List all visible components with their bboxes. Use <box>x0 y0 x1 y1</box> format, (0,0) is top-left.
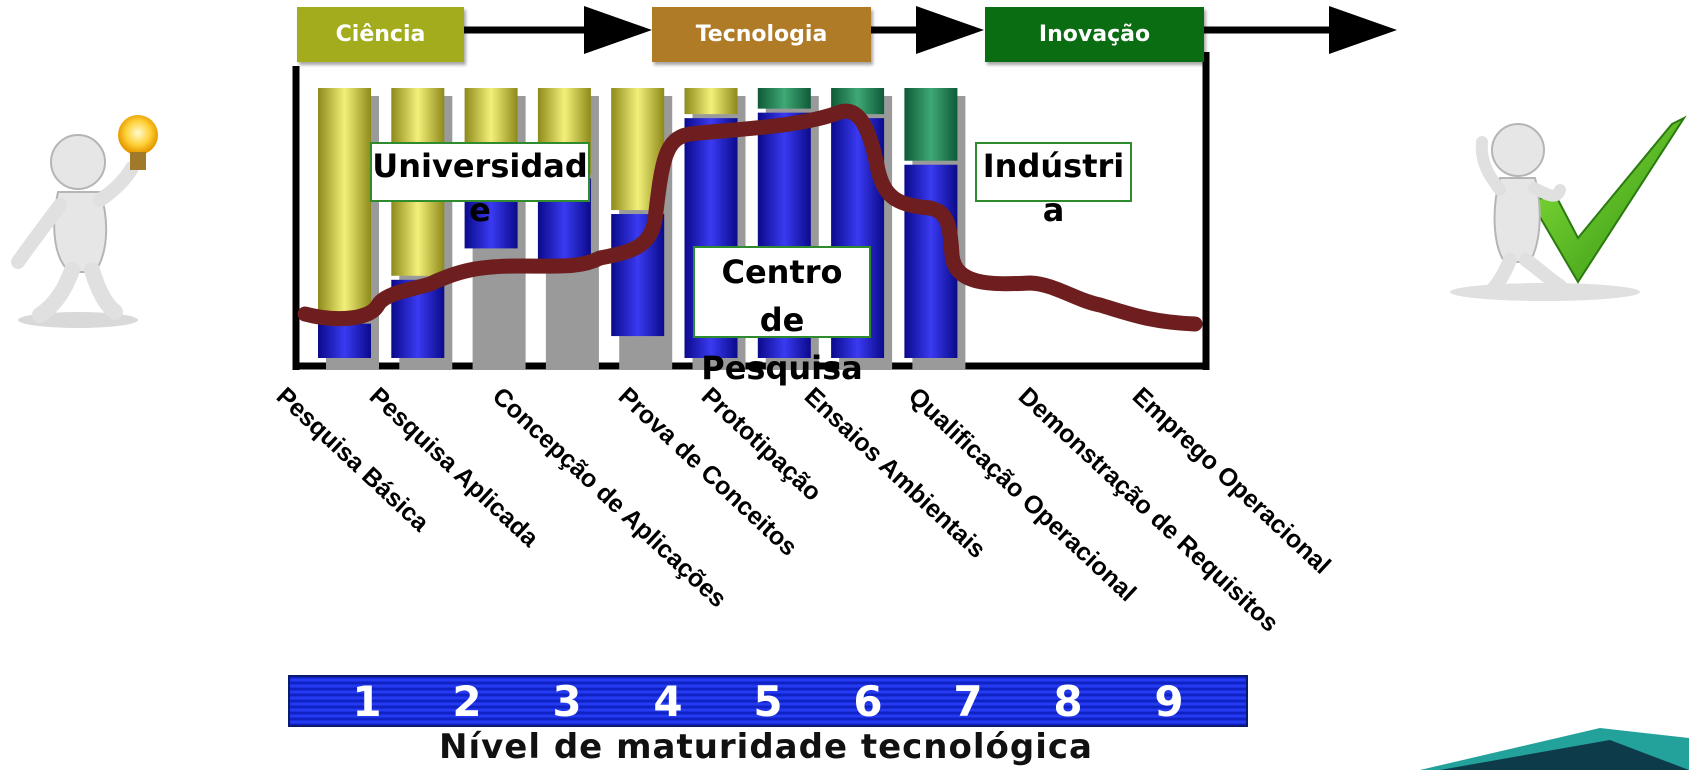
trl-number-4: 4 <box>653 676 683 726</box>
phase-tecnologia: Tecnologia <box>652 7 871 62</box>
person-with-checkmark-icon <box>1450 115 1687 301</box>
trl-number-5: 5 <box>753 676 783 726</box>
trl-number-9: 9 <box>1154 676 1184 726</box>
bar-research-center-1 <box>318 323 371 358</box>
trl-number-7: 7 <box>953 676 983 726</box>
phase-inovacao: Inovação <box>985 7 1204 62</box>
actor-industry: Indústria <box>975 142 1132 229</box>
maturity-curve <box>297 103 1203 332</box>
bar-university-6 <box>684 88 738 115</box>
trl-number-2: 2 <box>452 676 482 726</box>
bar-industry-9 <box>904 88 958 161</box>
bar-university-1 <box>318 88 371 320</box>
trl-scale-bar: 1 2 3 4 5 6 7 8 9 <box>288 675 1248 727</box>
actor-research-center: Centro de Pesquisa <box>693 246 871 387</box>
trl-number-6: 6 <box>853 676 883 726</box>
actor-university: Universidade <box>370 142 590 229</box>
trl-number-8: 8 <box>1053 676 1083 726</box>
corner-decoration <box>1420 728 1689 770</box>
person-with-lightbulb-icon <box>11 115 158 328</box>
phase-arrows <box>462 6 1397 54</box>
trl-number-3: 3 <box>552 676 582 726</box>
trl-number-1: 1 <box>352 676 382 726</box>
bar-industry-7 <box>757 88 811 109</box>
phase-ciencia: Ciência <box>297 7 464 62</box>
stacked-bars <box>318 88 966 370</box>
scale-caption: Nível de maturidade tecnológica <box>439 727 1093 767</box>
